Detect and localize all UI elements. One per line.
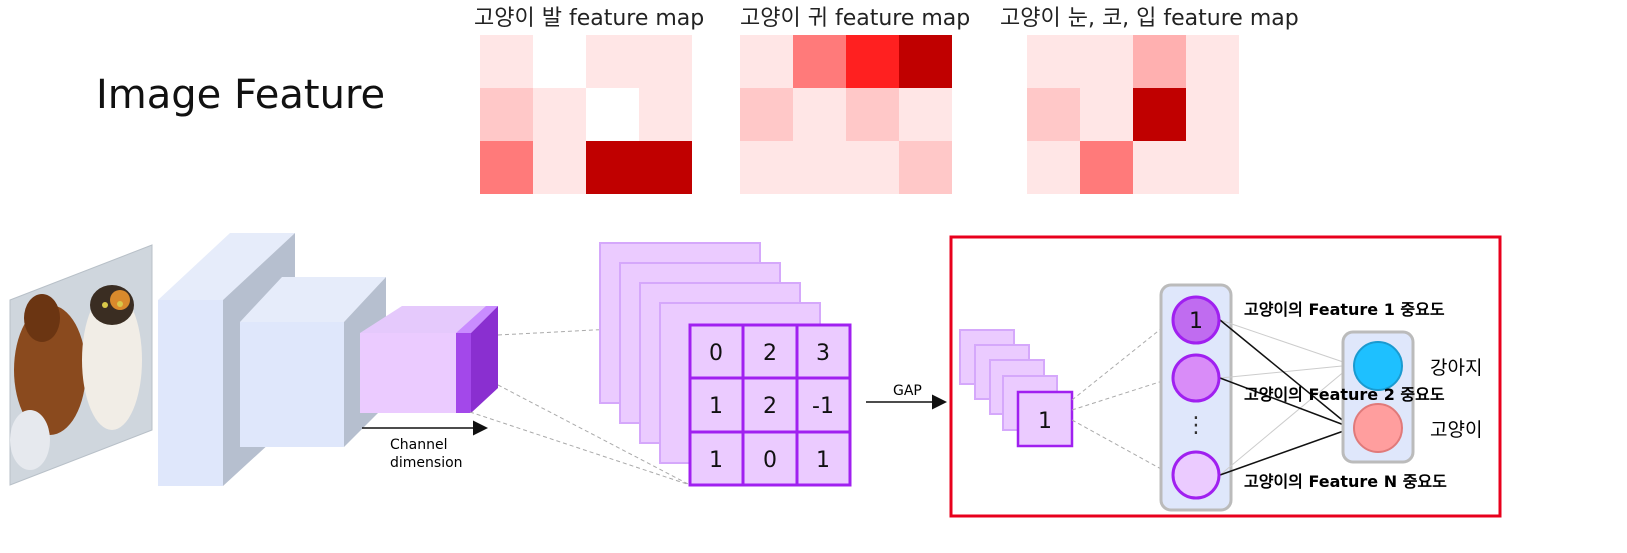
strong-connections [1219,319,1353,476]
channel-label-line2: dimension [390,455,463,471]
output-label-cat: 고양이 [1430,419,1482,441]
feature-matrix: 0 2 3 1 2 -1 1 0 1 [688,323,852,487]
pooled-to-neuron-lines [1071,319,1173,476]
neuron-1 [1171,295,1221,345]
heatmap-cell [1186,88,1239,141]
matrix-cell: 2 [763,394,777,419]
heatmap-cell [533,88,586,141]
feature-map-paw [480,35,692,194]
neuron-2 [1171,353,1221,403]
heatmap-cell [846,88,899,141]
output-node-cat [1353,403,1403,453]
heatmap-cell [639,88,692,141]
heatmap-cell [1027,88,1080,141]
heatmap-cell [586,88,639,141]
heatmap-cell [740,141,793,194]
heatmap-cell [480,141,533,194]
neuron-1-value: 1 [1189,309,1203,334]
pooled-value: 1 [1038,409,1052,434]
heatmap-cell [1133,35,1186,88]
heatmap-cell [1133,88,1186,141]
neuron-ellipsis: ⋮ [1185,413,1207,438]
matrix-cell: 2 [763,341,777,366]
matrix-cell: 0 [763,448,777,473]
heatmap-cell [793,141,846,194]
heatmap-cell [533,141,586,194]
heatmap-cell [586,35,639,88]
classifier-highlight-box [949,235,1502,518]
feature-map-ear [740,35,952,194]
heatmap-cell [1186,35,1239,88]
heatmap-cell [740,35,793,88]
heatmap-cell [480,88,533,141]
page-title: Image Feature [96,72,386,118]
heatmap-cell [1133,141,1186,194]
heatmap-cell [899,88,952,141]
feature-map-label-ear: 고양이 귀 feature map [740,6,971,31]
heatmap-cell [586,141,639,194]
importance-label-2: 고양이의 Feature 2 중요도 [1244,385,1445,404]
matrix-cell: 0 [709,341,723,366]
pooled-stack: 1 [959,329,1074,448]
heatmap-cell [1080,141,1133,194]
cat-shape [82,290,142,430]
output-label-dog: 강아지 [1430,357,1482,379]
heatmap-cell [846,141,899,194]
heatmap-cell [639,141,692,194]
feature-block [360,306,498,413]
matrix-cell: 1 [709,448,723,473]
heatmap-cell [639,35,692,88]
feature-map-label-face: 고양이 눈, 코, 입 feature map [1000,6,1299,31]
heatmap-cell [793,88,846,141]
heatmap-cell [1027,35,1080,88]
gap-label: GAP [893,383,922,399]
faint-connections [1219,319,1353,476]
heatmap-cell [899,141,952,194]
heatmap-cell [1080,35,1133,88]
importance-label-n: 고양이의 Feature N 중요도 [1244,472,1447,491]
heatmap-cell [846,35,899,88]
channel-label-line1: Channel [390,437,447,453]
matrix-cell: 1 [816,448,830,473]
importance-label-1: 고양이의 Feature 1 중요도 [1244,300,1445,319]
matrix-cell: 1 [709,394,723,419]
feature-map-label-paw: 고양이 발 feature map [474,6,705,31]
feature-map-face [1027,35,1239,194]
heatmap-cell [793,35,846,88]
matrix-cell: 3 [816,341,830,366]
heatmap-cell [480,35,533,88]
heatmap-cell [533,35,586,88]
projection-lines [469,324,691,486]
heatmap-cell [1027,141,1080,194]
input-photo [9,244,153,486]
output-node-dog [1353,341,1403,391]
neuron-n [1171,450,1221,500]
heatmap-cell [740,88,793,141]
heatmap-cell [1186,141,1239,194]
heatmap-cell [1080,88,1133,141]
matrix-cell: -1 [812,394,834,419]
heatmap-cell [899,35,952,88]
